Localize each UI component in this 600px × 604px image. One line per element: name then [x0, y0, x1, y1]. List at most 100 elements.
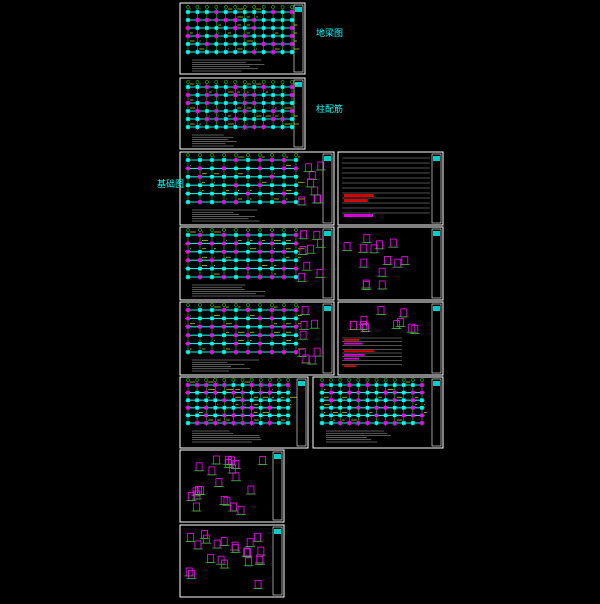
- column-mark: [258, 398, 263, 402]
- table-fill: [344, 214, 374, 217]
- column-mark: [282, 308, 286, 312]
- column-mark: [186, 109, 190, 113]
- column-mark: [329, 421, 333, 425]
- column-mark: [210, 308, 214, 312]
- column-mark: [411, 421, 415, 425]
- column-mark: [214, 50, 219, 54]
- detail-section: [195, 462, 203, 472]
- sheet-logo-9: [298, 381, 305, 386]
- column-mark: [195, 390, 199, 395]
- column-mark: [365, 421, 370, 425]
- column-mark: [329, 413, 333, 418]
- column-mark: [231, 398, 236, 402]
- column-mark: [205, 10, 209, 14]
- column-mark: [261, 50, 266, 54]
- axis-bubble: [186, 153, 190, 157]
- detail-section: [393, 320, 400, 330]
- column-mark: [402, 390, 406, 395]
- column-mark: [392, 383, 397, 387]
- column-mark: [356, 421, 361, 425]
- column-mark: [224, 125, 228, 129]
- column-mark: [356, 398, 361, 402]
- column-mark: [224, 18, 228, 22]
- column-mark: [286, 406, 290, 410]
- column-mark: [231, 390, 236, 395]
- column-mark: [282, 333, 286, 337]
- column-mark: [320, 398, 324, 402]
- column-mark: [294, 158, 298, 162]
- axis-bubble: [347, 378, 352, 382]
- column-mark: [290, 125, 294, 129]
- detail-section: [384, 255, 391, 265]
- sheet-frame-12: [179, 524, 285, 598]
- column-mark: [280, 117, 285, 121]
- axis-bubble: [270, 228, 274, 232]
- column-mark: [294, 166, 298, 171]
- column-mark: [258, 191, 262, 196]
- column-mark: [242, 34, 247, 38]
- column-mark: [286, 383, 290, 387]
- column-mark: [242, 109, 247, 113]
- column-mark: [411, 390, 415, 395]
- column-mark: [347, 406, 352, 410]
- column-mark: [222, 241, 226, 246]
- column-mark: [213, 398, 218, 402]
- axis-bubble: [294, 153, 298, 157]
- column-mark: [280, 93, 285, 97]
- axis-bubble: [210, 153, 214, 157]
- detail-section: [302, 354, 310, 364]
- column-mark: [329, 398, 333, 402]
- column-mark: [282, 325, 286, 329]
- column-mark: [233, 10, 238, 14]
- detail-section: [389, 238, 397, 248]
- column-mark: [383, 421, 388, 425]
- column-mark: [222, 275, 226, 279]
- column-mark: [286, 398, 290, 402]
- column-mark: [338, 421, 342, 425]
- column-mark: [246, 233, 250, 237]
- column-mark: [231, 406, 236, 410]
- column-mark: [320, 383, 324, 387]
- column-mark: [252, 85, 256, 89]
- column-mark: [258, 390, 263, 395]
- axis-bubble: [282, 228, 286, 232]
- column-mark: [392, 421, 397, 425]
- axis-bubble: [252, 80, 257, 84]
- detail-section: [299, 246, 307, 255]
- column-mark: [338, 398, 342, 402]
- detail-section: [208, 466, 216, 476]
- column-mark: [268, 398, 272, 402]
- column-mark: [186, 42, 190, 46]
- axis-bubble: [222, 303, 226, 307]
- axis-bubble: [282, 303, 286, 307]
- column-mark: [258, 241, 262, 246]
- column-mark: [294, 258, 298, 262]
- column-mark: [365, 406, 370, 410]
- column-mark: [213, 390, 218, 395]
- axis-bubble: [223, 5, 228, 9]
- column-mark: [234, 166, 238, 171]
- column-mark: [402, 421, 406, 425]
- sheet-logo-11: [274, 454, 281, 459]
- column-mark: [271, 50, 275, 54]
- column-mark: [210, 325, 214, 329]
- column-mark: [213, 413, 218, 418]
- column-mark: [214, 101, 219, 105]
- column-mark: [282, 166, 286, 171]
- column-mark: [210, 341, 214, 346]
- axis-bubble: [186, 378, 190, 382]
- detail-section: [308, 170, 316, 180]
- column-mark: [246, 158, 250, 162]
- detail-section: [298, 196, 306, 206]
- table-fill: [344, 365, 357, 367]
- axis-bubble: [198, 303, 202, 307]
- column-mark: [268, 413, 272, 418]
- column-mark: [270, 166, 274, 171]
- column-mark: [222, 183, 226, 187]
- column-mark: [252, 42, 256, 46]
- column-mark: [246, 250, 250, 254]
- column-mark: [258, 383, 263, 387]
- column-mark: [246, 200, 250, 204]
- column-mark: [329, 383, 333, 387]
- axis-bubble: [249, 378, 254, 382]
